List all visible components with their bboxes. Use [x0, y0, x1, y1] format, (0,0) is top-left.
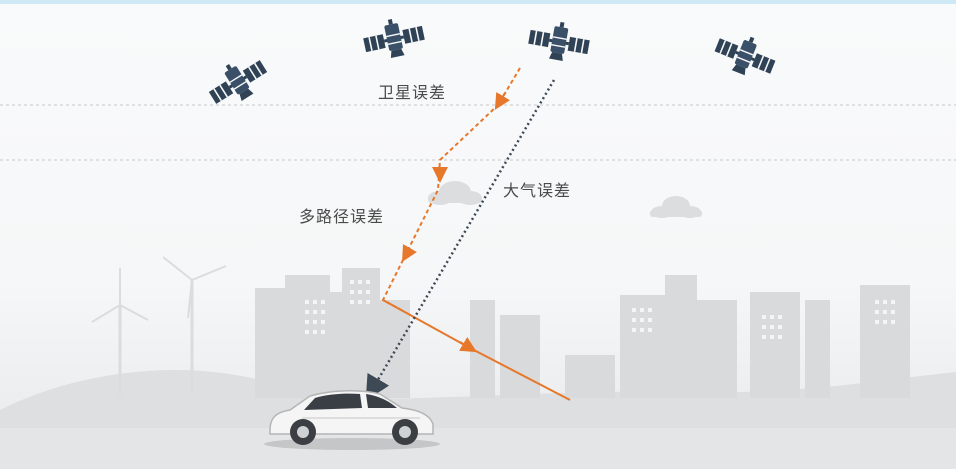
- satellite-icon: [525, 16, 593, 66]
- wind-turbine-icon: [91, 268, 149, 395]
- cloud-icon: [650, 196, 702, 218]
- atmospheric-error-label: 大气误差: [503, 181, 572, 200]
- building-windows: [305, 280, 895, 339]
- city-skyline: [255, 268, 910, 398]
- path-arrow-1: [494, 92, 510, 110]
- multipath-error-label: 多路径误差: [299, 207, 385, 226]
- cloud-icon: [428, 181, 482, 205]
- satellite-error-label: 卫星误差: [378, 83, 447, 102]
- path-arrow-4: [459, 337, 477, 353]
- top-border: [0, 0, 956, 4]
- road: [0, 428, 956, 469]
- car-icon: [264, 390, 440, 450]
- satellite-icon: [359, 12, 428, 64]
- path-arrow-3: [402, 244, 417, 262]
- wind-turbine-icon: [162, 256, 227, 392]
- satellite-icon: [709, 25, 782, 85]
- satellite-icon: [201, 48, 274, 114]
